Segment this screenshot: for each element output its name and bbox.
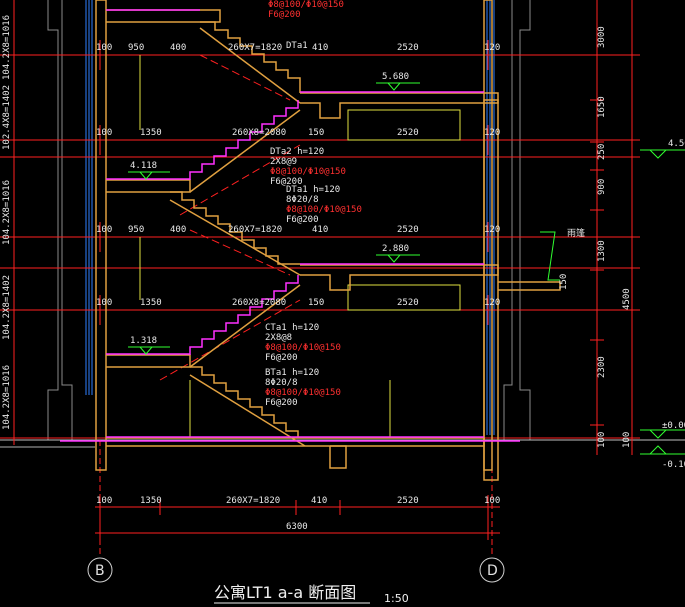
stair-note-dta1-l4: F6@200 (286, 215, 319, 225)
elevation-minus-0100: -0.100 (662, 460, 685, 470)
top-note-line1: Φ8@100/Φ10@150 (268, 0, 344, 10)
right-dim-6: 2300 (597, 356, 607, 378)
row1-dim-6: 2520 (397, 43, 419, 53)
row2-dim-5: 120 (484, 128, 500, 138)
stair-note-cta1-l4: F6@200 (265, 353, 298, 363)
right-dim-5: 4500 (622, 288, 632, 310)
stair-note-dta2-l2: 2X8@9 (270, 157, 297, 167)
right-dim-2: 250 (597, 144, 607, 160)
elevation-000: ±0.000 (662, 421, 685, 431)
row1-dim-7: 120 (484, 43, 500, 53)
stair-note-dta1-l1: DTa1 h=120 (286, 185, 340, 195)
stair-note-cta1-l3: Φ8@100/Φ10@150 (265, 343, 341, 353)
stair-note-bta1-l1: BTa1 h=120 (265, 368, 319, 378)
row1-dim-1: 950 (128, 43, 144, 53)
left-dim-1: 102.4X8=1402 (2, 85, 12, 150)
stair-note-cta1-l1: CTa1 h=120 (265, 323, 319, 333)
elevation-2880: 2.880 (382, 244, 409, 254)
bottom-dim-2: 260X7=1820 (226, 496, 280, 506)
row2-dim-2: 260X8=2080 (232, 128, 286, 138)
drawing-title: 公寓LT1 a-a 断面图 (214, 583, 356, 602)
row1-dim-5: 410 (312, 43, 328, 53)
stair-note-dta2-l3: Φ8@100/Φ10@150 (270, 167, 346, 177)
row3-dim-1: 950 (128, 225, 144, 235)
row4-dim-3: 150 (308, 298, 324, 308)
elevation-markers (128, 82, 685, 455)
drawing-scale: 1:50 (384, 592, 409, 605)
bottom-dim-4: 2520 (397, 496, 419, 506)
row3-dim-3: 260X7=1820 (228, 225, 282, 235)
row4-dim-1: 1350 (140, 298, 162, 308)
curtain-glazing (85, 0, 495, 435)
stair-flights (169, 21, 306, 447)
row2-dim-1: 1350 (140, 128, 162, 138)
stair-note-dta1-l3: Φ8@100/Φ10@150 (286, 205, 362, 215)
structure-lines (139, 55, 461, 438)
row3-dim-0: 100 (96, 225, 112, 235)
canopy-label: 雨篷 (567, 227, 585, 239)
left-dim-4: 104.2X8=1016 (2, 365, 12, 430)
stair-note-bta1: BTa1 h=120 8Φ20/8 Φ8@100/Φ10@150 F6@200 (265, 368, 341, 408)
axis-label-d: D (487, 563, 498, 579)
row4-dim-4: 2520 (397, 298, 419, 308)
row2-dim-0: 100 (96, 128, 112, 138)
stair-note-cta1-l2: 2X8@8 (265, 333, 292, 343)
row3-dim-6: 120 (484, 225, 500, 235)
row1-dim-2: 400 (170, 43, 186, 53)
stair-note-dta2-l1: DTa2 h=120 (270, 147, 324, 157)
row1-dim-4: DTa1 (286, 41, 308, 51)
stair-note-bta1-l4: F6@200 (265, 398, 298, 408)
stair-note-bta1-l3: Φ8@100/Φ10@150 (265, 388, 341, 398)
elevation-5680: 5.680 (382, 72, 409, 82)
stair-note-dta1: DTa1 h=120 8Φ20/8 Φ8@100/Φ10@150 F6@200 (286, 185, 362, 225)
row4-dim-2: 260X8=2080 (232, 298, 286, 308)
canopy-dim: 150 (559, 274, 569, 290)
right-dim-7: 100 (597, 432, 607, 448)
row4-dim-0: 100 (96, 298, 112, 308)
right-dim-1: 1650 (597, 96, 607, 118)
stair-note-cta1: CTa1 h=120 2X8@8 Φ8@100/Φ10@150 F6@200 (265, 323, 341, 363)
left-dim-2: 104.2X8=1016 (2, 180, 12, 245)
bottom-dim-5: 100 (484, 496, 500, 506)
right-dim-4: 1300 (597, 240, 607, 262)
row3-dim-4: 410 (312, 225, 328, 235)
bottom-total-dim: 6300 (286, 522, 308, 532)
right-dim-0: 3000 (597, 26, 607, 48)
finish-lines (60, 9, 520, 442)
walls (95, 0, 561, 481)
axis-bubbles (87, 557, 505, 583)
row4-dim-5: 120 (484, 298, 500, 308)
row3-dim-2: 400 (170, 225, 186, 235)
stair-note-bta1-l2: 8Φ20/8 (265, 378, 298, 388)
elevation-right-450: 4.50 (668, 139, 685, 149)
top-note-line2: F6@200 (268, 10, 301, 20)
row2-dim-4: 2520 (397, 128, 419, 138)
elevation-4118: 4.118 (130, 161, 157, 171)
bottom-dim-0: 100 (96, 496, 112, 506)
stair-note-dta1-l2: 8Φ20/8 (286, 195, 319, 205)
row3-dim-5: 2520 (397, 225, 419, 235)
row1-dim-3: 260X7=1820 (228, 43, 282, 53)
exterior-outline (0, 0, 685, 448)
right-dim-8: 100 (622, 432, 632, 448)
stair-note-dta2-l4: F6@200 (270, 177, 303, 187)
left-dim-0: 104.2X8=1016 (2, 15, 12, 80)
bottom-dim-1: 1350 (140, 496, 162, 506)
right-dim-3: 900 (597, 179, 607, 195)
row1-dim-0: 100 (96, 43, 112, 53)
left-dim-3: 104.2X8=1402 (2, 275, 12, 340)
row2-dim-3: 150 (308, 128, 324, 138)
axis-label-b: B (95, 563, 105, 579)
stair-note-dta2: DTa2 h=120 2X8@9 Φ8@100/Φ10@150 F6@200 (270, 147, 346, 187)
bottom-dim-3: 410 (311, 496, 327, 506)
elevation-1318: 1.318 (130, 336, 157, 346)
